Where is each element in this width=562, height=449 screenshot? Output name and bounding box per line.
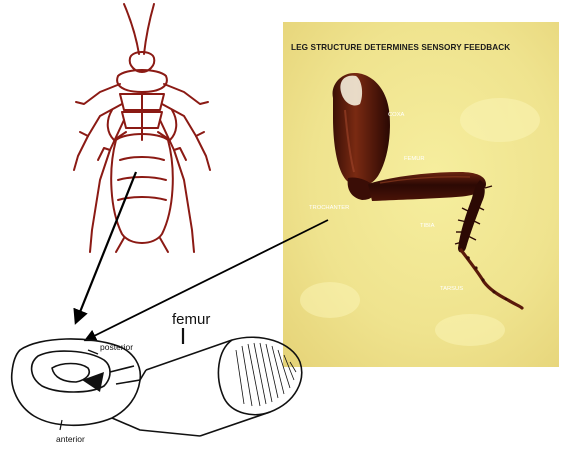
femur-label: FEMUR (404, 156, 425, 162)
cockroach-to-joint-arrow (76, 172, 136, 322)
cockroach-outline (74, 4, 210, 252)
coxa-label: COXA (388, 112, 405, 118)
joint-sketch (12, 337, 302, 436)
joint-pivot-marker (82, 372, 104, 392)
specimen-photo: LEG STRUCTURE DETERMINES SENSORY FEEDBAC… (283, 22, 559, 367)
photo-title: LEG STRUCTURE DETERMINES SENSORY FEEDBAC… (291, 43, 510, 52)
femur-sketch-label: femur (172, 311, 210, 328)
tarsus-label: TARSUS (440, 286, 463, 292)
coxa-segment (333, 73, 390, 186)
trochanter-label: TROCHANTER (309, 205, 349, 211)
posterior-label: posterior (100, 342, 133, 352)
anterior-label: anterior (56, 434, 85, 444)
tibia-label: TIBIA (420, 223, 435, 229)
